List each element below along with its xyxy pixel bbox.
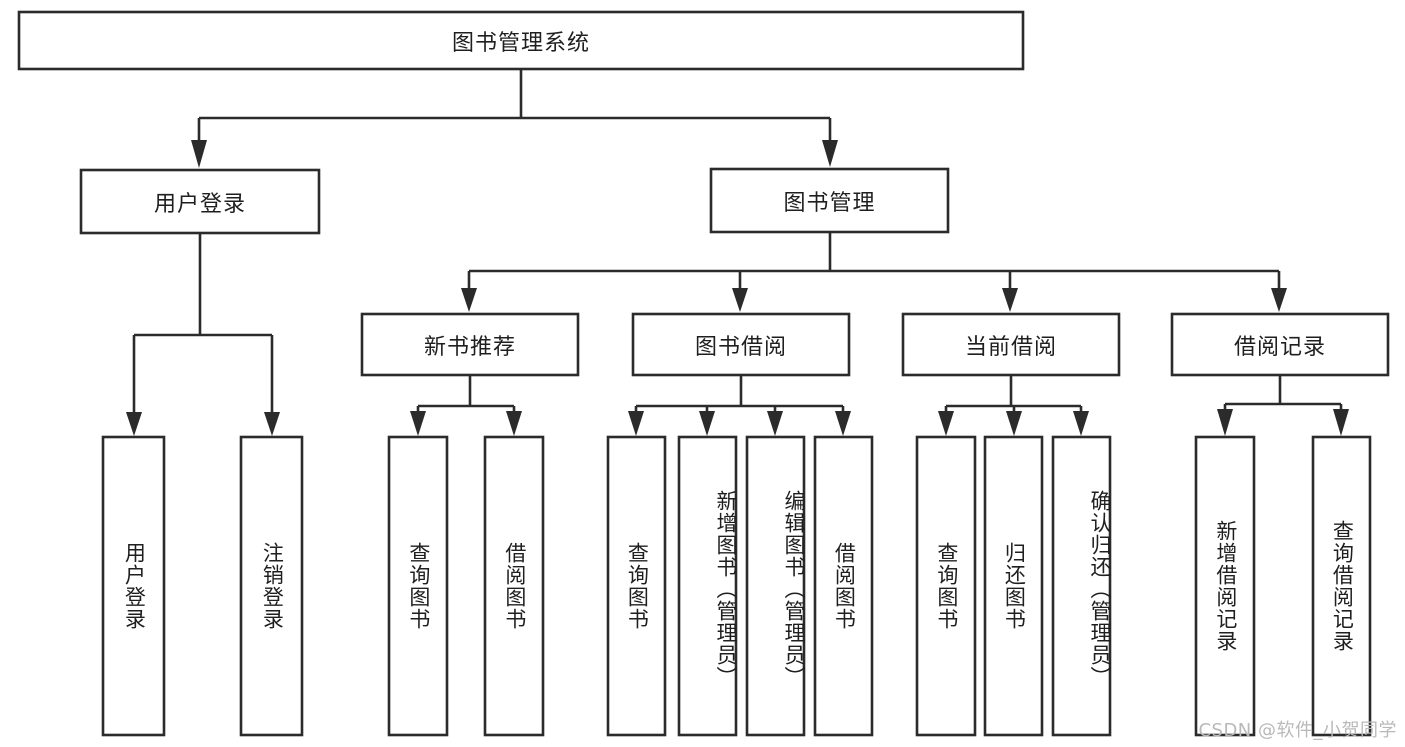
arrow-head-leaf-add-book — [699, 411, 715, 436]
arrow-head-leaf-query-record — [1333, 409, 1349, 436]
node-box-root[interactable] — [17, 10, 1025, 71]
arrow-head-book-mgmt — [822, 140, 838, 167]
node-box-borrow-record[interactable] — [1170, 312, 1390, 377]
edge-group-borrow-record — [1217, 375, 1349, 436]
arrow-head-leaf-borrow-book-2 — [835, 411, 851, 436]
arrow-head-leaf-return-book — [1006, 411, 1022, 436]
node-box-book-borrow[interactable] — [631, 312, 851, 377]
node-box-leaf-return-book[interactable] — [983, 435, 1044, 737]
node-box-leaf-user-login[interactable] — [101, 435, 166, 737]
arrow-head-new-book-rec — [461, 288, 477, 312]
node-box-leaf-query-borrow-record[interactable] — [1311, 435, 1372, 737]
arrow-head-leaf-add-record — [1217, 409, 1233, 436]
edge-group-user-login — [126, 233, 280, 436]
node-box-leaf-confirm-return[interactable] — [1051, 435, 1112, 737]
node-box-leaf-add-book[interactable] — [677, 435, 738, 737]
edge-group-book-mgmt — [461, 232, 1287, 312]
arrow-head-book-borrow — [732, 288, 748, 312]
node-box-user-login[interactable] — [79, 168, 321, 235]
node-box-book-management[interactable] — [709, 167, 950, 234]
arrow-head-current-borrow — [1002, 288, 1018, 312]
arrow-head-leaf-logout — [264, 412, 280, 436]
arrow-head-borrow-record — [1271, 288, 1287, 312]
node-box-leaf-edit-book[interactable] — [745, 435, 806, 737]
arrow-head-leaf-query-book-2 — [628, 411, 644, 436]
node-box-leaf-query-book-3[interactable] — [915, 435, 977, 737]
arrow-head-leaf-confirm-return — [1073, 411, 1089, 436]
arrow-head-leaf-borrow-book-1 — [506, 411, 522, 436]
edge-group-new-book-rec — [410, 375, 522, 436]
node-box-leaf-borrow-book-1[interactable] — [483, 435, 545, 737]
arrow-head-user-login — [191, 140, 207, 168]
arrow-head-leaf-query-book-1 — [410, 411, 426, 436]
arrow-head-leaf-edit-book — [767, 411, 783, 436]
node-box-leaf-borrow-book-2[interactable] — [813, 435, 874, 737]
node-box-leaf-add-borrow-record[interactable] — [1194, 435, 1256, 737]
arrow-head-leaf-user-login — [126, 412, 142, 436]
arrow-head-leaf-query-book-3 — [938, 411, 954, 436]
edge-group-book-borrow — [628, 375, 851, 436]
edge-group-current-borrow — [938, 375, 1089, 436]
node-box-new-book-recommend[interactable] — [360, 312, 580, 377]
node-box-leaf-query-book-2[interactable] — [606, 435, 667, 737]
node-box-leaf-query-book-1[interactable] — [387, 435, 449, 737]
node-box-leaf-logout[interactable] — [239, 435, 304, 737]
node-box-current-borrow[interactable] — [901, 312, 1121, 377]
edge-group-root — [191, 69, 838, 168]
